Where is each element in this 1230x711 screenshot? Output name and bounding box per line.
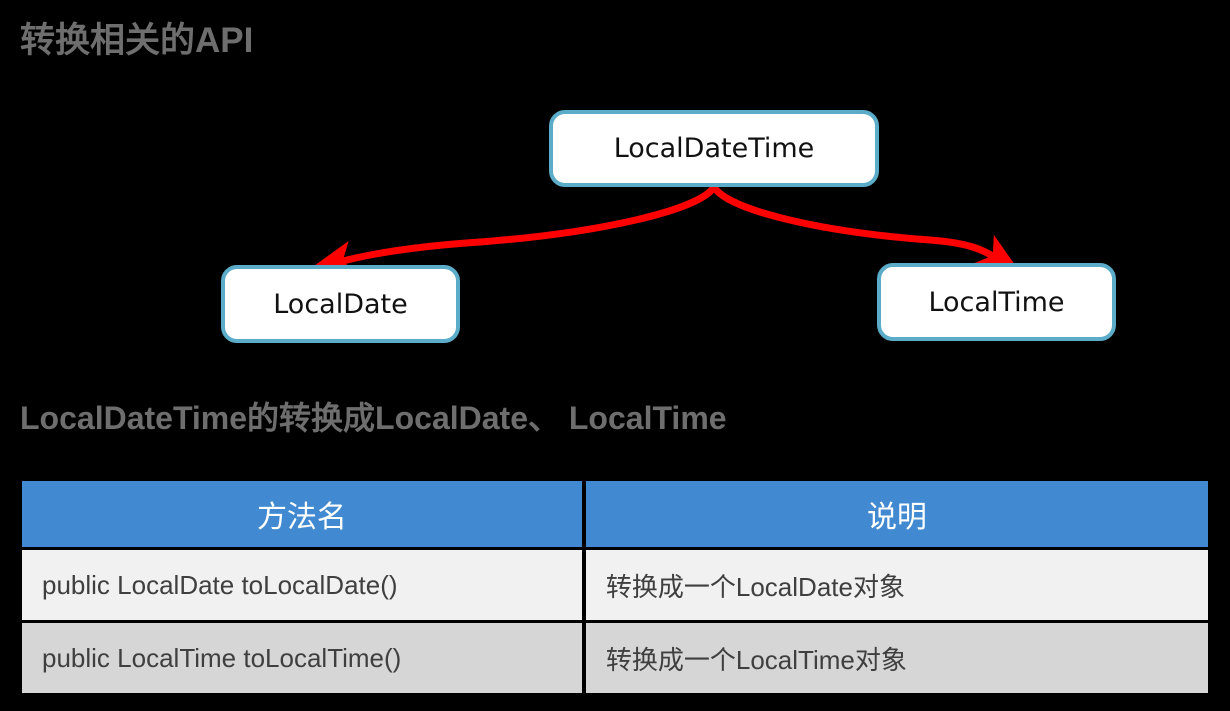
node-localdate-label: LocalDate: [273, 288, 408, 320]
table-body: public LocalDate toLocalDate() 转换成一个Loca…: [22, 550, 1208, 693]
node-localtime-label: LocalTime: [928, 286, 1065, 318]
node-localdatetime-label: LocalDateTime: [613, 133, 815, 164]
table-row: public LocalDate toLocalDate() 转换成一个Loca…: [22, 550, 1208, 620]
page-title: 转换相关的API: [20, 21, 254, 60]
diagram-caption: LocalDateTime的转换成LocalDate、 LocalTime: [20, 400, 727, 436]
node-localdatetime[interactable]: LocalDateTime: [549, 110, 879, 187]
cell-method: public LocalTime toLocalTime(): [22, 623, 582, 693]
arrow-to-localtime: [710, 183, 1024, 278]
table-row: public LocalTime toLocalTime() 转换成一个Loca…: [22, 623, 1208, 693]
table-head: 方法名 说明: [22, 481, 1208, 547]
cell-description: 转换成一个LocalTime对象: [585, 623, 1208, 693]
column-header-method: 方法名: [22, 481, 582, 547]
api-method-table: 方法名 说明 public LocalDate toLocalDate() 转换…: [18, 478, 1212, 696]
arrow-to-localdate: [306, 183, 718, 275]
cell-method: public LocalDate toLocalDate(): [22, 550, 582, 620]
diagram-arrows-svg: [306, 183, 1024, 278]
cell-description: 转换成一个LocalDate对象: [585, 550, 1208, 620]
column-header-description: 说明: [585, 481, 1208, 547]
table-header-row: 方法名 说明: [22, 481, 1208, 547]
node-localdate[interactable]: LocalDate: [221, 265, 460, 343]
node-localtime[interactable]: LocalTime: [877, 263, 1116, 341]
class-relationship-diagram: LocalDateTime LocalDate LocalTime: [0, 90, 1230, 370]
